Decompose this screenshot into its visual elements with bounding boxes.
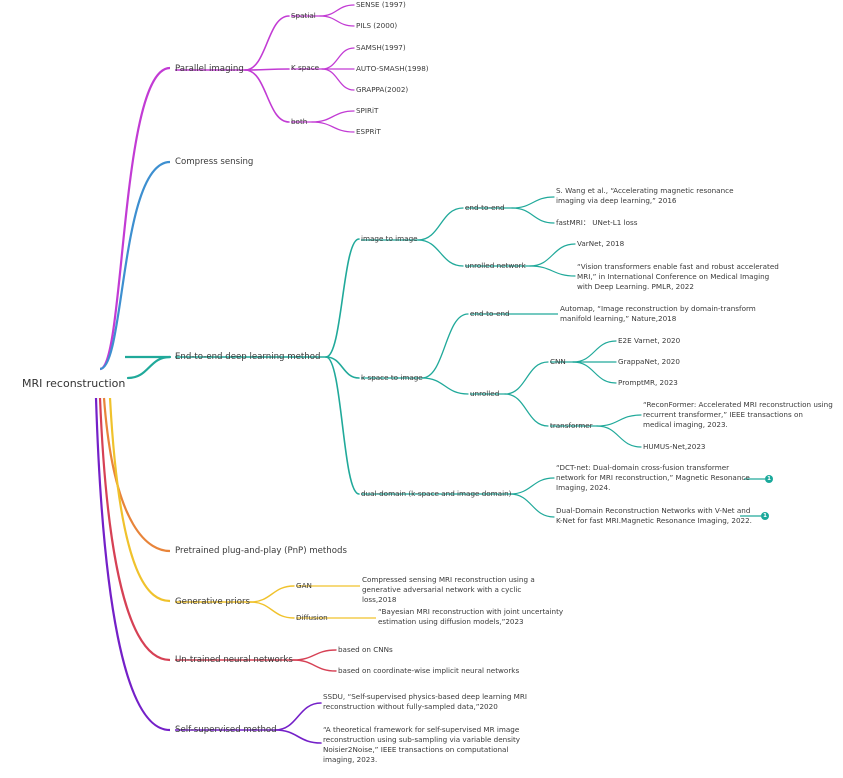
topic-spirit[interactable]: SPIRiT bbox=[356, 106, 379, 115]
branch-line bbox=[511, 196, 555, 209]
topic-samsh[interactable]: SAMSH(1997) bbox=[356, 43, 406, 52]
branch-line bbox=[274, 729, 322, 744]
topic-vision-transformers[interactable]: “Vision transformers enable fast and rob… bbox=[577, 262, 779, 292]
topic-dual-vnet-knet[interactable]: Dual-Domain Reconstruction Networks with… bbox=[556, 506, 752, 526]
branch-line bbox=[421, 313, 469, 379]
topic-grappa[interactable]: GRAPPA(2002) bbox=[356, 85, 409, 94]
topic-sense[interactable]: SENSE (1997) bbox=[356, 0, 406, 9]
branch-line bbox=[292, 649, 337, 661]
topic-dct-net[interactable]: “DCT-net: Dual-domain cross-fusion trans… bbox=[556, 463, 750, 493]
topic-dual-domain[interactable]: dual-domain (k-space and image domain) bbox=[361, 489, 512, 498]
topic-pnp[interactable]: Pretrained plug-and-play (PnP) methods bbox=[175, 546, 347, 556]
note-count-badge[interactable]: 1 bbox=[761, 512, 769, 520]
topic-varnet[interactable]: VarNet, 2018 bbox=[577, 239, 625, 248]
branch-line bbox=[572, 340, 617, 363]
topic-compress-sensing[interactable]: Compress sensing bbox=[175, 157, 254, 167]
topic-promptmr[interactable]: PromptMR, 2023 bbox=[618, 378, 678, 387]
branch-line bbox=[292, 659, 337, 672]
branch-line bbox=[504, 361, 549, 395]
topic-noisier2noise[interactable]: “A theoretical framework for self-superv… bbox=[323, 725, 521, 765]
branch-line bbox=[596, 414, 642, 427]
branch-line bbox=[319, 15, 355, 27]
branch-line bbox=[244, 15, 290, 71]
topic-spatial[interactable]: Spatial bbox=[291, 11, 316, 20]
topic-pils[interactable]: PILS (2000) bbox=[356, 21, 398, 30]
topic-self-supervised[interactable]: Self-supervised method bbox=[175, 725, 277, 735]
topic-e2e-varnet[interactable]: E2E Varnet, 2020 bbox=[618, 336, 681, 345]
main-branch-line bbox=[94, 397, 171, 732]
branch-line bbox=[417, 239, 464, 267]
topic-diffusion[interactable]: Diffusion bbox=[296, 613, 328, 622]
topic-end-to-end-1[interactable]: end-to-end bbox=[465, 203, 505, 212]
branch-line bbox=[596, 425, 642, 448]
topic-grappanet[interactable]: GrappaNet, 2020 bbox=[618, 357, 680, 366]
topic-parallel-imaging[interactable]: Parallel imaging bbox=[175, 64, 244, 74]
branch-line bbox=[249, 601, 295, 619]
root-topic[interactable]: MRI reconstruction bbox=[22, 377, 126, 390]
branch-line bbox=[529, 243, 576, 267]
branch-line bbox=[421, 377, 469, 395]
branch-line bbox=[311, 121, 355, 133]
topic-implicit-networks[interactable]: based on coordinate-wise implicit neural… bbox=[338, 666, 520, 675]
topic-automap[interactable]: Automap, “Image reconstruction by domain… bbox=[560, 304, 756, 324]
main-branch-line bbox=[126, 355, 172, 380]
topic-diffusion-reference[interactable]: “Bayesian MRI reconstruction with joint … bbox=[378, 607, 564, 627]
topic-k-space-to-image[interactable]: k space to image bbox=[361, 373, 423, 382]
branch-line bbox=[511, 207, 555, 224]
topic-wang-2016[interactable]: S. Wang et al., “Accelerating magnetic r… bbox=[556, 186, 734, 206]
branch-line bbox=[325, 238, 360, 358]
topic-based-on-cnns[interactable]: based on CNNs bbox=[338, 645, 393, 654]
topic-both[interactable]: both bbox=[291, 117, 308, 126]
branch-line bbox=[572, 361, 617, 384]
branch-line bbox=[321, 47, 355, 70]
main-branch-line bbox=[98, 397, 171, 662]
branch-line bbox=[509, 477, 555, 495]
branch-line bbox=[311, 110, 355, 123]
note-count-badge[interactable]: 1 bbox=[765, 475, 773, 483]
topic-humus-net[interactable]: HUMUS-Net,2023 bbox=[643, 442, 706, 451]
branch-line bbox=[529, 265, 576, 277]
branch-line bbox=[244, 68, 290, 71]
main-branch-line bbox=[99, 160, 171, 371]
main-branch-line bbox=[102, 397, 171, 553]
topic-fastmri[interactable]: fastMRI： UNet-L1 loss bbox=[556, 218, 638, 227]
branch-line bbox=[325, 356, 360, 379]
topic-unrolled-network[interactable]: unrolled network bbox=[465, 261, 526, 270]
topic-gan[interactable]: GAN bbox=[296, 581, 312, 590]
topic-auto-smash[interactable]: AUTO-SMASH(1998) bbox=[356, 64, 429, 73]
main-branch-line bbox=[99, 66, 171, 371]
topic-cnn[interactable]: CNN bbox=[550, 357, 566, 366]
main-branch-line bbox=[108, 397, 171, 603]
topic-transformer[interactable]: transformer bbox=[550, 421, 593, 430]
branch-line bbox=[325, 356, 360, 495]
topic-generative-priors[interactable]: Generative priors bbox=[175, 597, 250, 607]
topic-unrolled[interactable]: unrolled bbox=[470, 389, 500, 398]
topic-gan-reference[interactable]: Compressed sensing MRI reconstruction us… bbox=[362, 575, 535, 605]
branch-line bbox=[249, 585, 295, 603]
topic-end-to-end-2[interactable]: end-to-end bbox=[470, 309, 510, 318]
topic-reconformer[interactable]: “ReconFormer: Accelerated MRI reconstruc… bbox=[643, 400, 833, 430]
branch-line bbox=[504, 393, 549, 427]
branch-line bbox=[319, 4, 355, 17]
branch-line bbox=[244, 69, 290, 123]
topic-k-space[interactable]: K space bbox=[291, 63, 320, 72]
branch-line bbox=[509, 493, 555, 518]
topic-espirit[interactable]: ESPRiT bbox=[356, 127, 381, 136]
topic-ssdu[interactable]: SSDU, “Self-supervised physics-based dee… bbox=[323, 692, 527, 712]
topic-deep-learning[interactable]: End-to-end deep learning method bbox=[175, 352, 321, 362]
topic-image-to-image[interactable]: image to image bbox=[361, 234, 418, 243]
branch-line bbox=[321, 68, 355, 91]
branch-line bbox=[274, 702, 322, 731]
topic-untrained[interactable]: Un-trained neural networks bbox=[175, 655, 293, 665]
branch-line bbox=[417, 207, 464, 241]
